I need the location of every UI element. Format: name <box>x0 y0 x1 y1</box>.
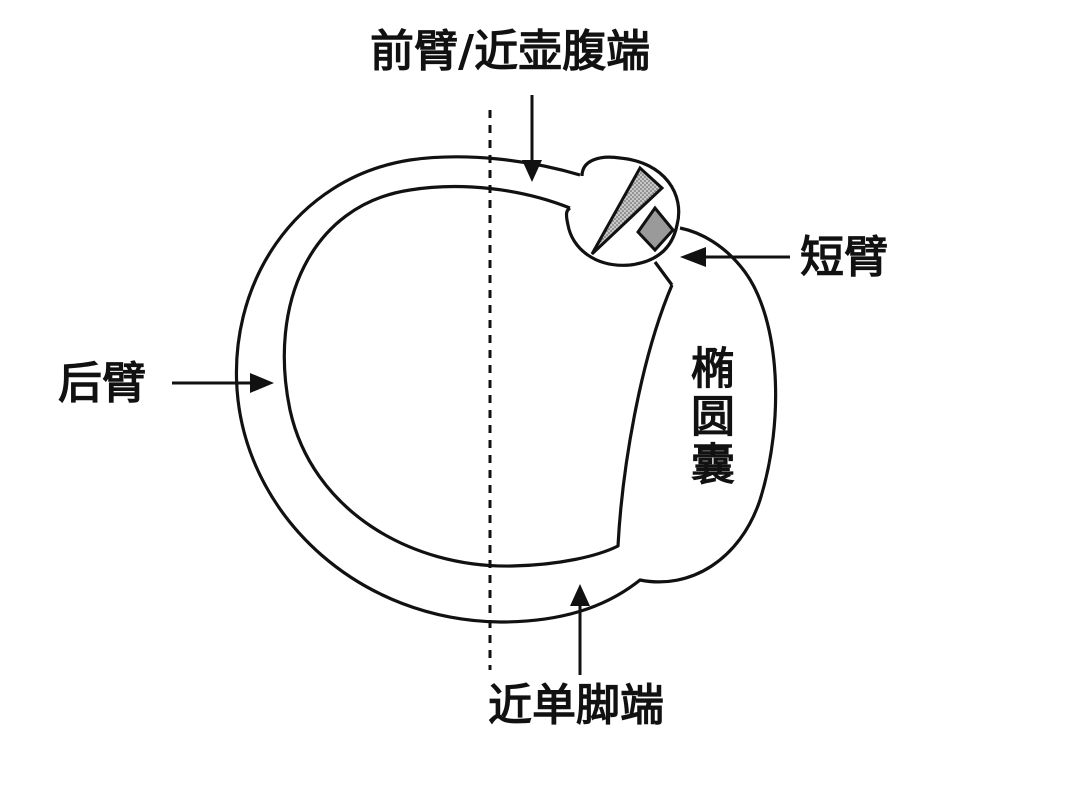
label-posterior-arm: 后臂 <box>58 358 146 409</box>
inner-canal-wall <box>282 184 674 568</box>
label-simple-crus-end: 近单脚端 <box>488 680 664 731</box>
short-arm-diamond <box>636 205 675 253</box>
label-short-arm: 短臂 <box>800 232 888 283</box>
arrow-left-head <box>250 373 274 393</box>
ampulla-connector <box>653 261 674 286</box>
outer-canal-wall <box>235 155 778 624</box>
arrow-right-head <box>680 247 706 267</box>
arrow-bottom-head <box>570 584 590 606</box>
label-utricle: 椭圆囊 <box>683 345 734 489</box>
label-anterior-arm-ampulla-end: 前臂/近壶腹端 <box>370 26 651 77</box>
crista-triangle <box>590 165 665 256</box>
arrow-top-head <box>522 160 542 182</box>
